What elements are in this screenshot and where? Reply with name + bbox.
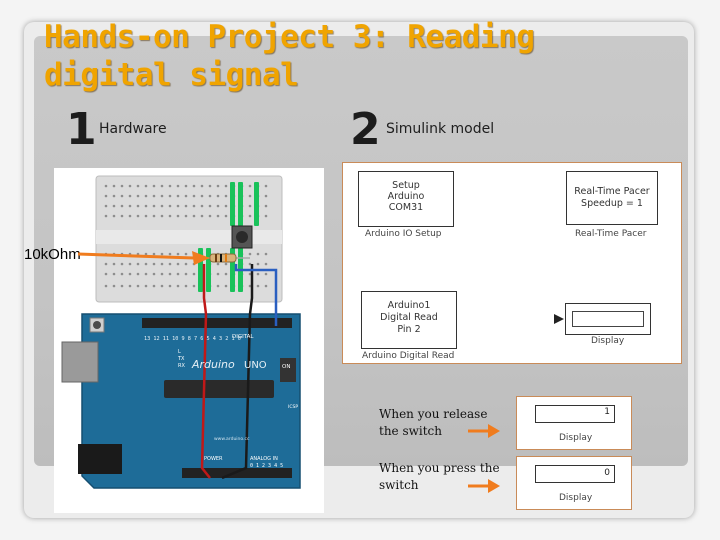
step-2-number: 2 (350, 104, 381, 155)
read-block-caption: Arduino Digital Read (362, 351, 455, 361)
analog-label: ANALOG IN (250, 456, 278, 462)
display-pressed-caption: Display (559, 493, 593, 503)
tx-label: TX (177, 356, 185, 362)
display-released-caption: Display (559, 433, 593, 443)
setup-block-line-2: Arduino (387, 191, 425, 202)
step-1-number: 1 (66, 104, 97, 155)
display-block-caption: Display (591, 336, 625, 346)
setup-block-caption: Arduino IO Setup (365, 229, 442, 239)
resistor (209, 253, 237, 263)
pacer-block-line-1: Real-Time Pacer (574, 186, 650, 197)
l-label: L (178, 349, 181, 355)
digital-label: DIGITAL (232, 334, 254, 340)
display-released-value: 1 (535, 405, 615, 423)
power-label: POWER (204, 456, 223, 462)
real-time-pacer-block[interactable]: Real-Time Pacer Speedup = 1 (566, 171, 658, 225)
slide-title: Hands-on Project 3: Reading digital sign… (44, 19, 535, 93)
read-block-line-1: Arduino1 (387, 300, 431, 311)
press-switch-note: When you press the switch (379, 461, 500, 492)
resistor-label: 10kOhm (24, 246, 81, 263)
setup-block-line-3: COM31 (388, 202, 424, 213)
read-block-line-3: Pin 2 (397, 324, 421, 335)
display-block[interactable] (565, 303, 651, 335)
usb-port (61, 341, 99, 383)
arduino-io-setup-block[interactable]: Setup Arduino COM31 (358, 171, 454, 227)
setup-block-line-1: Setup (392, 180, 420, 191)
resistor-arrow-icon (78, 251, 210, 265)
display-pressed-value: 0 (535, 465, 615, 483)
arduino-breadboard-illustration: DIGITAL 13 12 11 10 9 8 7 6 5 4 3 2 1 0 … (61, 175, 301, 489)
read-block-line-2: Digital Read (380, 312, 438, 323)
power-jack (78, 444, 122, 474)
blue-wire (234, 264, 278, 326)
black-wire (221, 264, 254, 480)
display-input-port-icon (554, 314, 564, 324)
display-released-panel: 1 Display (516, 396, 632, 450)
arduino-brand-label: Arduino (191, 358, 235, 371)
red-wire (200, 264, 211, 479)
microcontroller-chip (164, 380, 274, 398)
board-url-label: www.arduino.cc (214, 436, 250, 442)
pacer-block-line-2: Speedup = 1 (581, 198, 643, 209)
on-label: ON (282, 364, 290, 370)
digital-header (142, 318, 292, 328)
analog-pins-label: 0 1 2 3 4 5 (250, 463, 283, 469)
icsp-label: ICSP (288, 404, 298, 410)
press-arrow-icon (468, 479, 500, 493)
pacer-block-caption: Real-Time Pacer (575, 229, 647, 239)
arduino-model-label: UNO (244, 360, 267, 371)
rx-label: RX (178, 363, 185, 369)
simulink-model-panel: Setup Arduino COM31 Arduino IO Setup Rea… (342, 162, 682, 364)
step-2-label: Simulink model (386, 121, 495, 137)
release-switch-note: When you release the switch (379, 407, 488, 438)
pin-row-label: 13 12 11 10 9 8 7 6 5 4 3 2 1 0 (144, 336, 241, 342)
display-pressed-panel: 0 Display (516, 456, 632, 510)
step-1-label: Hardware (99, 121, 167, 137)
hardware-photo: DIGITAL 13 12 11 10 9 8 7 6 5 4 3 2 1 0 … (54, 168, 324, 513)
arduino-digital-read-block[interactable]: Arduino1 Digital Read Pin 2 (361, 291, 457, 349)
release-arrow-icon (468, 424, 500, 438)
